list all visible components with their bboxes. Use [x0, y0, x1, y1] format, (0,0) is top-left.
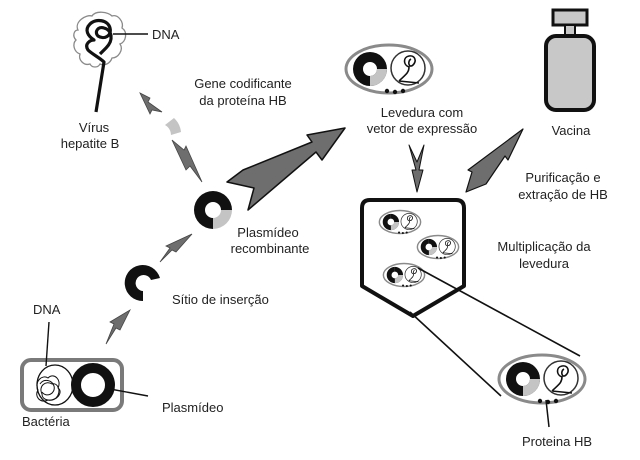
bacteria-label: Bactéria — [22, 414, 70, 429]
purification-label-line1: Purificação e — [525, 170, 600, 185]
bacteria-dna-pointer — [45, 321, 50, 367]
arrow-yeast-to-fermenter — [408, 144, 425, 193]
gene-label-line1: Gene codificante — [194, 76, 292, 91]
zoom-line-lower — [409, 311, 502, 397]
vaccine-vial-icon — [544, 8, 596, 112]
bacterium-icon — [20, 358, 124, 412]
virus-name-line2: hepatite B — [61, 136, 120, 151]
yeast-label-line1: Levedura com — [381, 105, 463, 120]
virus-icon — [73, 11, 127, 113]
yeast-cell-small-3 — [382, 262, 426, 288]
yeast-cell-small-1 — [378, 209, 422, 235]
vaccine-label: Vacina — [552, 123, 592, 138]
yeast-cell-small-2 — [416, 234, 460, 260]
yeast-label-line2: vetor de expressão — [367, 121, 478, 136]
plasmid-label: Plasmídeo — [162, 400, 223, 415]
recombinant-label-line2: recombinante — [231, 241, 310, 256]
recombinant-label-line1: Plasmídeo — [237, 225, 298, 240]
arrow-insertion-to-recombinant — [159, 233, 193, 263]
arrow-recombinant-to-yeast — [226, 127, 346, 211]
multiplication-label-line2: levedura — [519, 256, 570, 271]
protein-label: Proteina HB — [522, 434, 592, 449]
protein-pointer — [545, 399, 550, 428]
insertion-site-label: Sítio de inserção — [172, 292, 269, 307]
gene-label-line2: da proteína HB — [199, 93, 286, 108]
purification-label-line2: extração de HB — [518, 187, 608, 202]
zoom-line-upper — [417, 267, 581, 357]
bacteria-dna-label: DNA — [33, 302, 61, 317]
multiplication-label-line1: Multiplicação da — [497, 239, 591, 254]
arrow-fermenter-to-vaccine — [465, 128, 524, 193]
yeast-cell-icon — [344, 43, 434, 96]
arrow-virus-to-gene — [139, 92, 163, 115]
open-plasmid-icon — [124, 265, 160, 302]
plasmid-pointer — [109, 388, 149, 397]
virus-name-line1: Vírus — [79, 120, 110, 135]
recombinant-plasmid-icon — [194, 191, 232, 229]
arrow-bacteria-to-insertion — [105, 308, 131, 345]
virus-dna-label: DNA — [152, 27, 180, 42]
gene-fragment-icon — [165, 118, 181, 135]
yeast-cell-detail — [497, 353, 587, 406]
arrow-gene-to-recombinant — [171, 139, 203, 183]
